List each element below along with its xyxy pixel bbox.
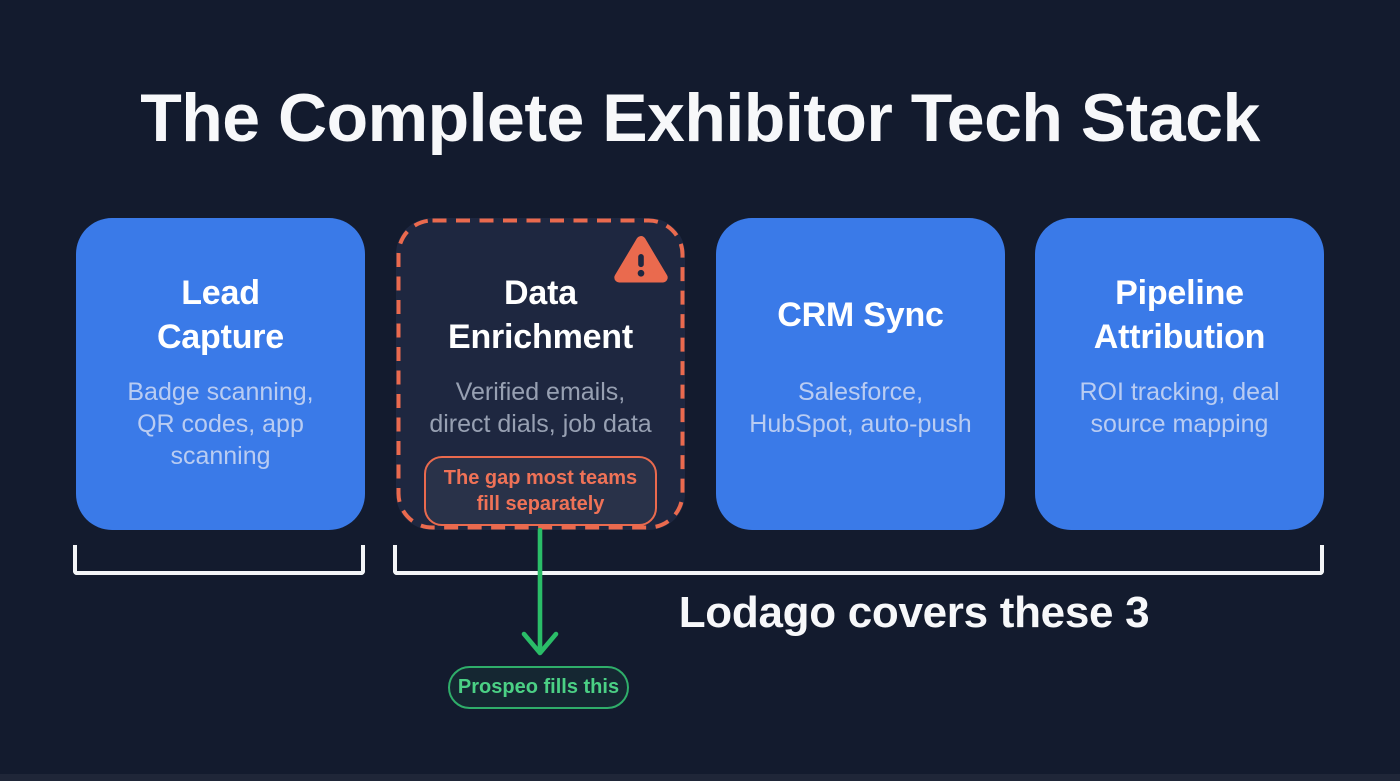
prospeo-pill-label: Prospeo fills this [457,676,620,698]
page-title: The Complete Exhibitor Tech Stack [140,80,1260,156]
prospeo-pill: Prospeo fills this [448,666,629,709]
card-lead-capture-subtitle: Badge scanning, QR codes, app scanning [127,378,314,470]
card-data-enrichment-subtitle: Verified emails, direct dials, job data [429,378,652,438]
bottom-edge-highlight [0,774,1400,781]
card-crm-sync: CRM Sync Salesforce, HubSpot, auto-push [716,218,1005,530]
card-lead-capture: Lead Capture Badge scanning, QR codes, a… [76,218,365,530]
card-crm-sync-subtitle: Salesforce, HubSpot, auto-push [749,378,972,438]
card-crm-sync-title: CRM Sync [777,296,944,335]
card-pipeline-attribution-title: Pipeline Attribution [1093,274,1266,356]
card-lead-capture-title: Lead Capture [156,274,285,356]
bracket-lead-capture [73,545,365,575]
card-data-enrichment: Data Enrichment Verified emails, direct … [396,218,685,530]
lodago-coverage-label: Lodago covers these 3 [678,588,1150,637]
card-pipeline-attribution: Pipeline Attribution ROI tracking, deal … [1035,218,1324,530]
warning-icon [614,236,668,283]
gap-callout-badge: The gap most teams fill separately [423,456,658,526]
down-arrow-icon [521,528,559,656]
card-pipeline-attribution-subtitle: ROI tracking, deal source mapping [1079,378,1280,438]
card-data-enrichment-title: Data Enrichment [447,274,634,356]
bracket-lodago-coverage [393,545,1324,575]
